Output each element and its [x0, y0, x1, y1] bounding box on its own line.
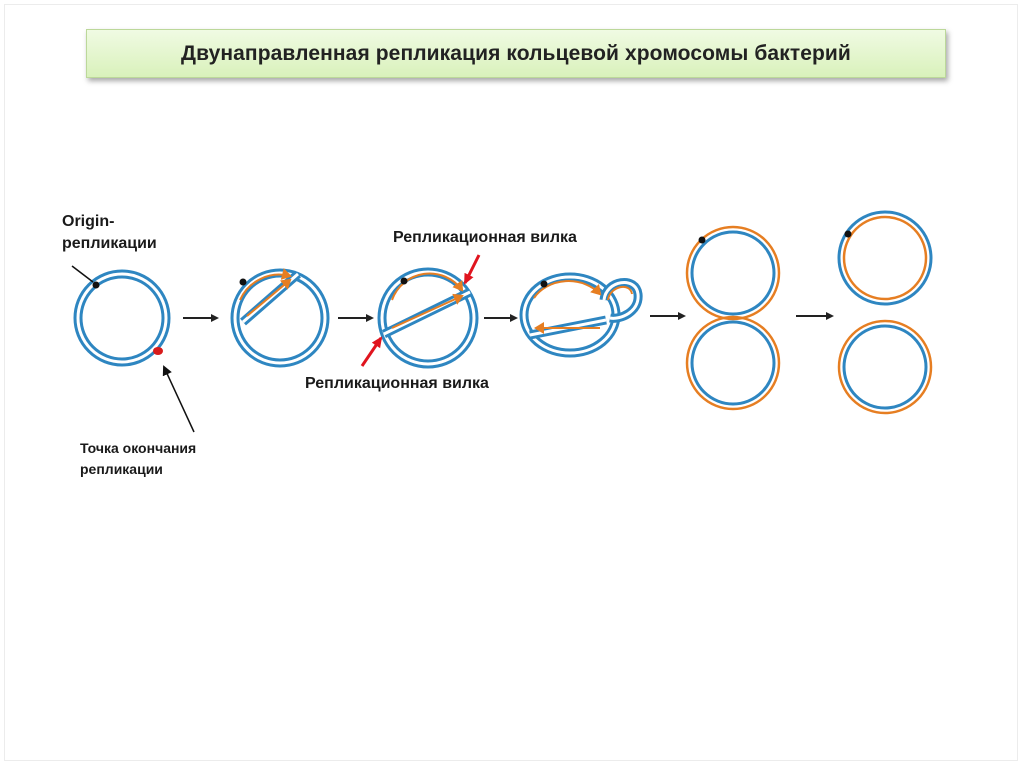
- stage-6-daughters: [837, 210, 933, 415]
- origin-dot: [400, 277, 408, 285]
- terminus-label-line2: репликации: [80, 461, 163, 477]
- fork-pointer-top: [463, 254, 481, 285]
- origin-dot: [698, 236, 706, 244]
- terminus-label: Точка окончания репликации: [80, 438, 196, 480]
- slide-title: Двунаправленная репликация кольцевой хро…: [181, 41, 851, 65]
- origin-pointer-line: [71, 265, 94, 283]
- terminus-label-line1: Точка окончания: [80, 440, 197, 456]
- slide-frame: [4, 4, 1018, 761]
- origin-dot: [844, 230, 852, 238]
- terminus-dot: [153, 347, 163, 355]
- fork-label-top: Репликационная вилка: [393, 229, 577, 246]
- stage-4-circle: [519, 272, 643, 358]
- stage-3-circle: [377, 267, 479, 369]
- origin-label: Origin- репликации: [62, 211, 157, 255]
- stage-2-circle: [230, 268, 330, 368]
- stage-5-figure-eight: [685, 225, 781, 411]
- origin-dot: [540, 280, 548, 288]
- title-banner: Двунаправленная репликация кольцевой хро…: [86, 29, 946, 78]
- terminus-pointer-arrow: [162, 365, 195, 433]
- origin-dot: [239, 278, 247, 286]
- origin-dot: [92, 281, 100, 289]
- fork-label-bottom: Репликационная вилка: [305, 375, 489, 392]
- fork-pointer-bottom: [360, 336, 383, 367]
- stage-1-circle: [73, 269, 171, 367]
- origin-label-line1: Origin-: [62, 213, 115, 230]
- origin-label-line2: репликации: [62, 235, 157, 252]
